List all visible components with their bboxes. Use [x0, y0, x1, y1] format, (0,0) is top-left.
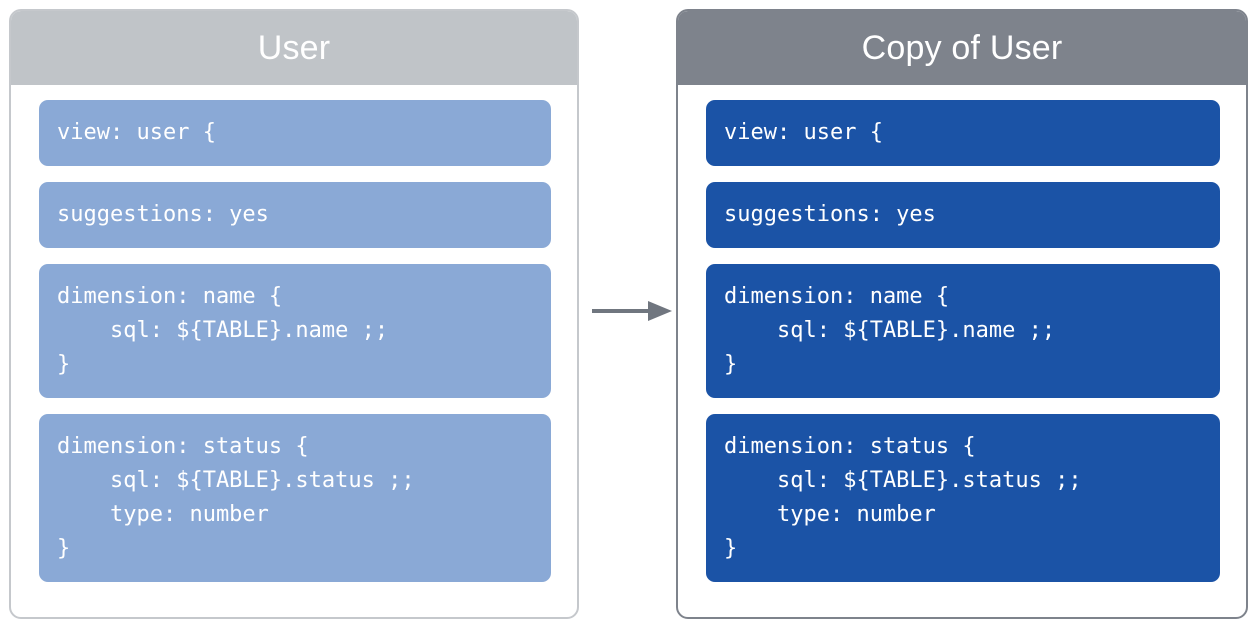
panel-copy-body: view: user { suggestions: yes dimension:… [678, 85, 1246, 617]
code-block-dimension-name: dimension: name { sql: ${TABLE}.name ;; … [706, 264, 1220, 398]
code-block-dimension-status: dimension: status { sql: ${TABLE}.status… [706, 414, 1220, 582]
panel-source-view: User view: user { suggestions: yes dimen… [9, 9, 579, 619]
code-block-view-declaration: view: user { [706, 100, 1220, 166]
code-block-dimension-name: dimension: name { sql: ${TABLE}.name ;; … [39, 264, 551, 398]
panel-copy-title: Copy of User [678, 11, 1246, 85]
panel-source-title: User [11, 11, 577, 85]
code-block-dimension-status: dimension: status { sql: ${TABLE}.status… [39, 414, 551, 582]
panel-copy-view: Copy of User view: user { suggestions: y… [676, 9, 1248, 619]
arrow-right-icon [592, 296, 674, 326]
code-block-view-declaration: view: user { [39, 100, 551, 166]
panel-source-body: view: user { suggestions: yes dimension:… [11, 85, 577, 617]
code-block-suggestions-parameter: suggestions: yes [39, 182, 551, 248]
code-block-suggestions-parameter: suggestions: yes [706, 182, 1220, 248]
